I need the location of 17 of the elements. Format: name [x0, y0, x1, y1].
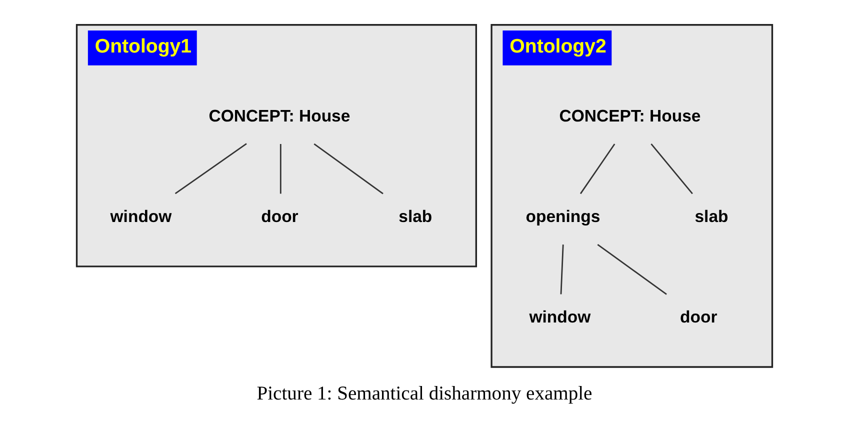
node-text: slab — [398, 206, 432, 226]
node-text: CONCEPT: House — [208, 106, 350, 126]
node-text: door — [680, 307, 718, 326]
caption: Picture 1: Semantical disharmony example — [256, 383, 592, 404]
node-text: slab — [694, 206, 728, 226]
connector — [580, 144, 616, 194]
connector — [174, 143, 247, 194]
connector — [650, 144, 693, 194]
connector — [280, 144, 282, 194]
node-text: CONCEPT: House — [559, 106, 701, 126]
node-text: door — [261, 206, 298, 226]
node-text: openings — [526, 206, 600, 226]
node-text: window — [529, 307, 591, 326]
node-text: window — [110, 206, 172, 226]
connector — [560, 244, 564, 294]
connector — [597, 244, 667, 295]
connector — [314, 143, 384, 194]
